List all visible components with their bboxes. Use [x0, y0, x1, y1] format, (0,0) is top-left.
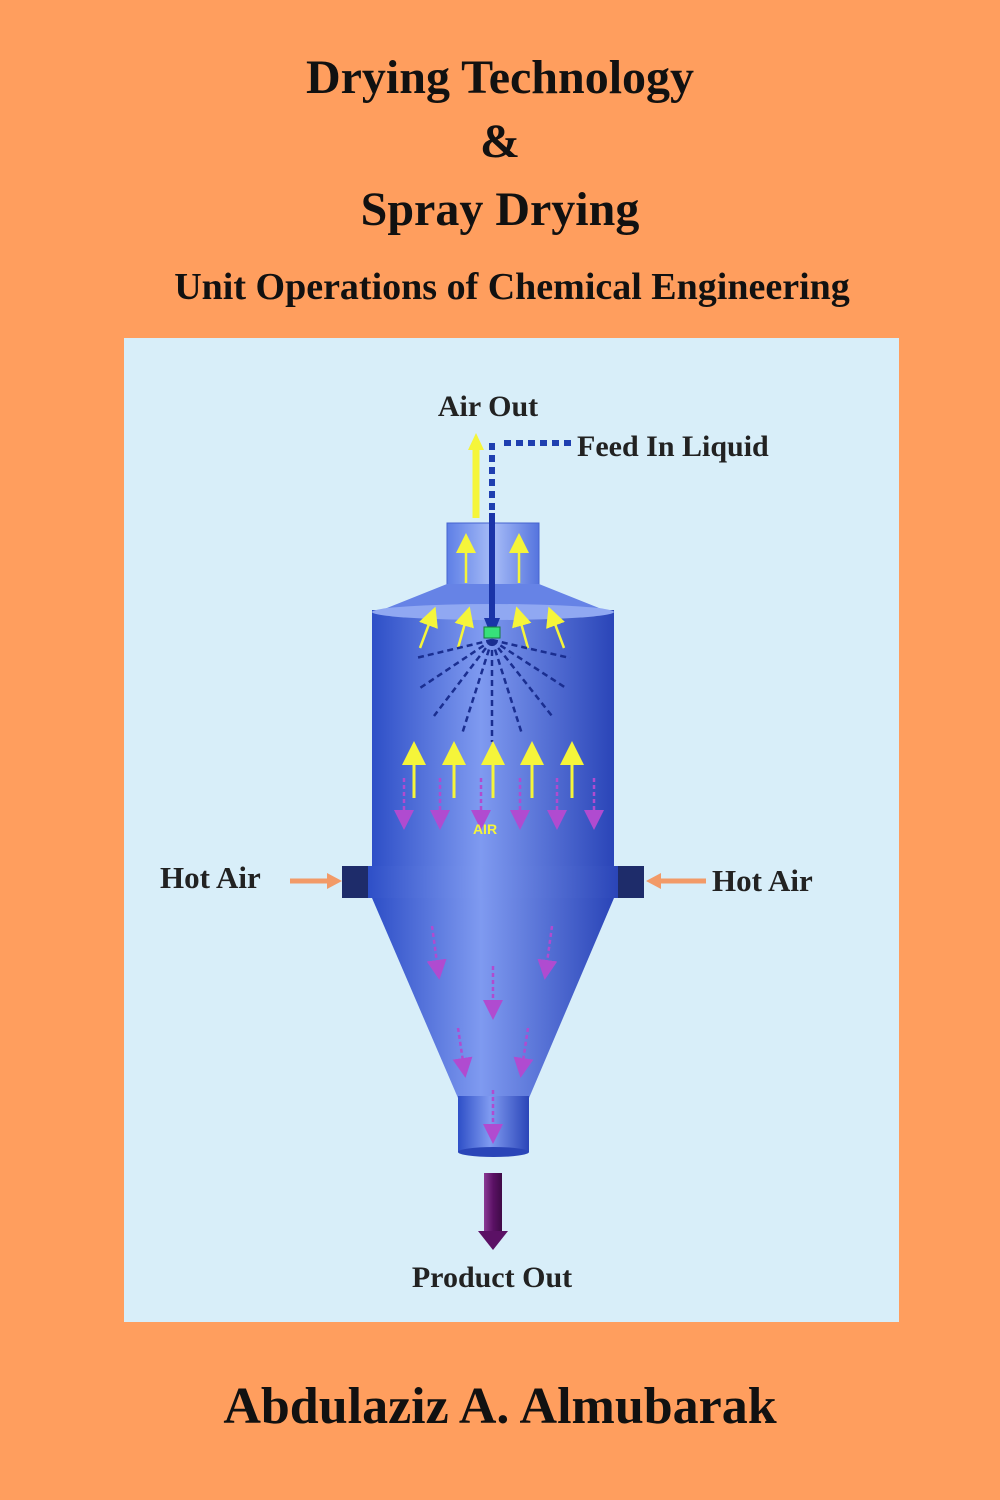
hot-air-left-label: Hot Air — [160, 860, 261, 895]
book-title-line-1: Drying Technology — [305, 51, 695, 104]
book-title-ampersand: & — [480, 115, 520, 168]
product-out-arrow — [484, 1173, 502, 1233]
falling-particle-arrows — [394, 778, 604, 830]
atomizer-nozzle — [483, 626, 501, 639]
spray-dryer-illustration: Air Out Feed In Liquid Hot Air Hot Air A… — [160, 390, 813, 1294]
top-air-arrow — [418, 606, 438, 649]
air-out-label: Air Out — [438, 390, 538, 423]
book-author: Abdulaziz A. Almubarak — [223, 1378, 777, 1435]
hot-air-right-label: Hot Air — [712, 863, 813, 898]
product-out-arrow-head — [478, 1231, 508, 1250]
hot-air-right-arrow-head — [646, 873, 661, 889]
dryer-outlet-rim — [458, 1147, 529, 1157]
spray-pattern — [415, 638, 571, 742]
feed-in-label: Feed In Liquid — [577, 430, 769, 463]
product-out-label: Product Out — [412, 1261, 572, 1294]
cone-particle-arrows — [426, 925, 558, 1144]
hot-air-left-arrow-head — [327, 873, 342, 889]
top-air-arrow — [512, 606, 532, 649]
air-out-arrow-head — [468, 433, 484, 450]
spray-dryer-diagram: Air Out Feed In Liquid Hot Air Hot Air A… — [124, 338, 899, 1322]
inner-air-label: AIR — [473, 821, 497, 837]
book-subtitle: Unit Operations of Chemical Engineering — [174, 266, 850, 308]
book-title-line-2: Spray Drying — [360, 183, 640, 236]
dryer-band-center — [368, 866, 618, 898]
top-air-arrow — [454, 606, 474, 649]
top-air-arrow — [546, 606, 566, 649]
